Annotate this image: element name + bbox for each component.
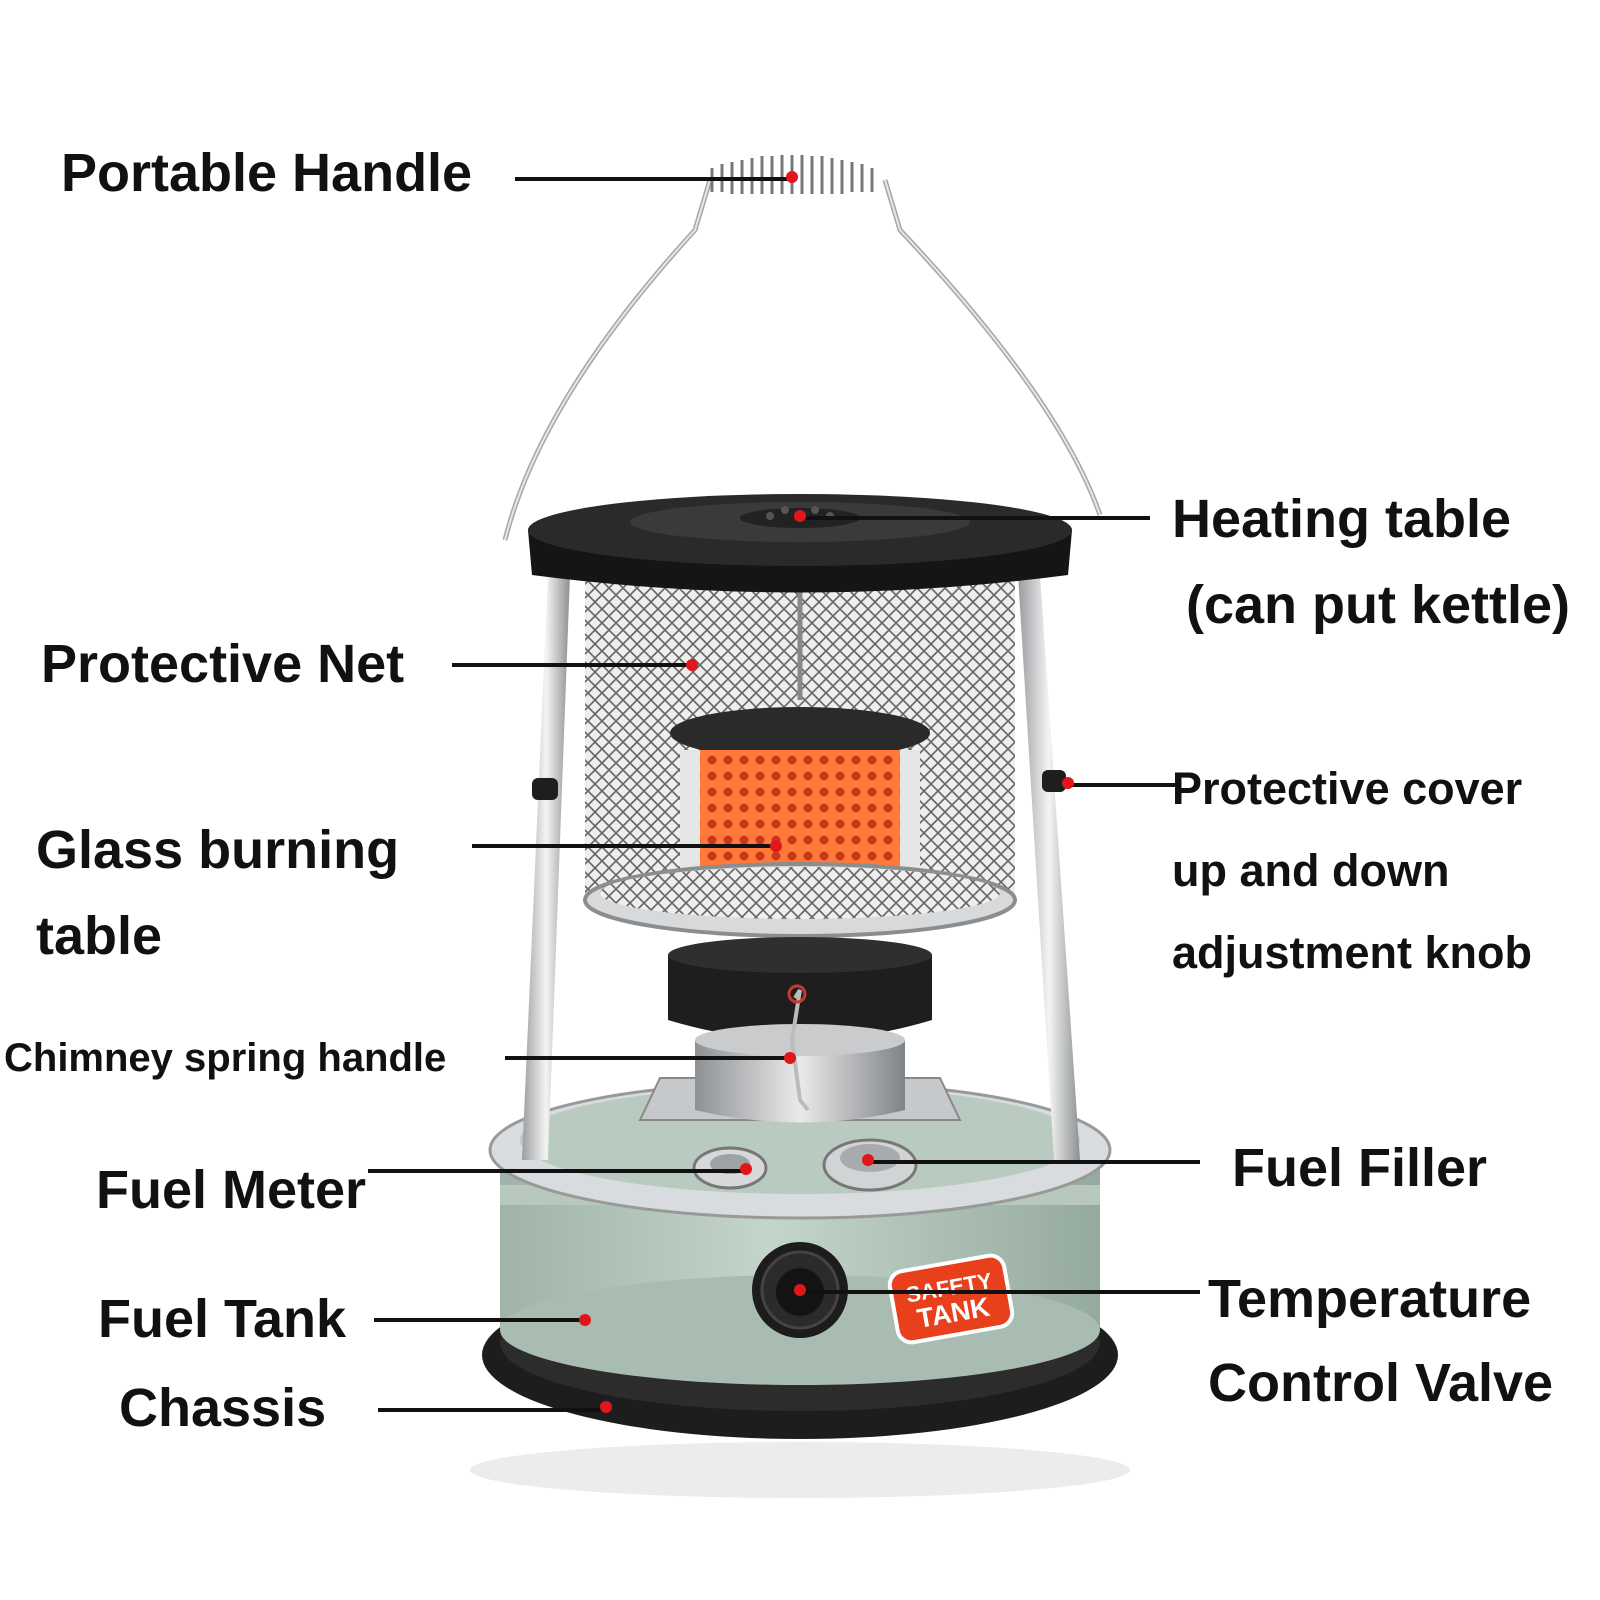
dot-temperature	[794, 1284, 806, 1296]
leg-right	[1018, 575, 1080, 1160]
label-portable-handle: Portable Handle	[61, 143, 473, 203]
safety-tank-badge: SAFETY TANK	[887, 1253, 1015, 1345]
leg-left	[522, 575, 570, 1160]
chimney-spring-wire	[789, 988, 810, 1112]
leader-lines	[368, 177, 1200, 1412]
dot-fuel-meter	[740, 1163, 752, 1175]
label-protective-net: Protective Net	[41, 634, 405, 694]
label-glass-burning-line2: table	[36, 906, 163, 966]
label-glass-burning-line1: Glass burning	[36, 820, 400, 880]
label-protective-cover-line2: up and down	[1172, 845, 1450, 896]
label-fuel-tank: Fuel Tank	[98, 1289, 347, 1349]
dot-fuel-filler	[862, 1154, 874, 1166]
label-fuel-filler: Fuel Filler	[1232, 1138, 1488, 1198]
dot-protective-cover	[1062, 777, 1074, 789]
dot-heating-table	[794, 510, 806, 522]
knob-left	[532, 778, 558, 800]
label-protective-cover-line3: adjustment knob	[1172, 927, 1533, 978]
dot-protective-net	[686, 659, 698, 671]
label-temperature-line1: Temperature	[1208, 1269, 1532, 1329]
label-protective-cover-line1: Protective cover	[1172, 763, 1523, 814]
label-fuel-meter: Fuel Meter	[96, 1160, 367, 1220]
dot-portable-handle	[786, 171, 798, 183]
knob-right	[1042, 770, 1066, 792]
marker-dots	[579, 171, 1074, 1413]
label-heating-table-line2: (can put kettle)	[1186, 575, 1571, 635]
dot-fuel-tank	[579, 1314, 591, 1326]
chimney-silver	[695, 1040, 905, 1123]
label-chassis: Chassis	[119, 1378, 327, 1438]
burner-cap	[670, 707, 930, 759]
floor-shadow	[470, 1442, 1130, 1498]
label-heating-table-line1: Heating table	[1172, 489, 1512, 549]
dot-chimney-spring	[784, 1052, 796, 1064]
dot-glass-burning	[770, 840, 782, 852]
label-chimney-spring: Chimney spring handle	[4, 1036, 447, 1080]
dot-chassis	[600, 1401, 612, 1413]
label-temperature-line2: Control Valve	[1208, 1353, 1554, 1413]
